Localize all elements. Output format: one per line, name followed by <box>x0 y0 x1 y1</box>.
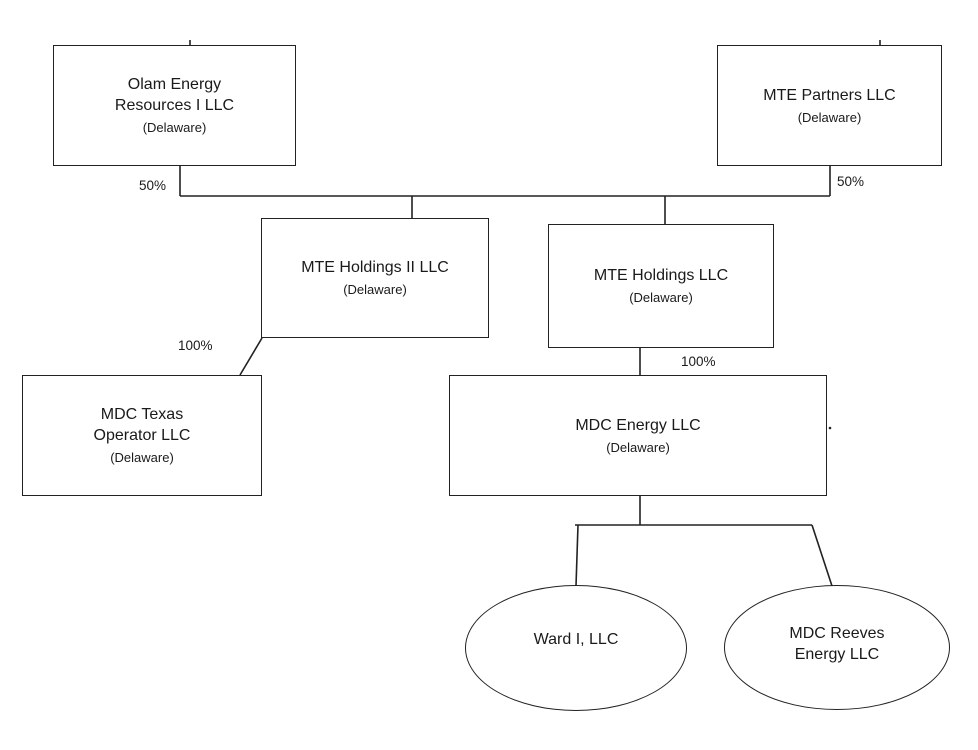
entity-jurisdiction: (Delaware) <box>606 439 670 455</box>
entity-name: Olam Energy Resources I LLC <box>114 76 235 114</box>
entity-name: Ward I, LLC <box>533 630 619 648</box>
ward-llc-ellipse: Ward I, LLC <box>465 585 687 711</box>
entity-name: MDC Reeves Energy LLC <box>789 624 885 663</box>
entity-name: MDC Texas Operator LLC <box>93 406 191 444</box>
mte-holdings-ii-box: MTE Holdings II LLC (Delaware) <box>261 218 489 338</box>
mdc-texas-ownership-percent: 100% <box>178 338 213 353</box>
mdc-energy-ownership-percent: 100% <box>681 354 716 369</box>
olam-ownership-percent: 50% <box>139 178 167 193</box>
mte-holdings-box: MTE Holdings LLC (Delaware) <box>548 224 774 348</box>
entity-name: MDC Energy LLC <box>575 416 701 434</box>
mte-partners-box: MTE Partners LLC (Delaware) <box>717 45 942 166</box>
entity-jurisdiction: (Delaware) <box>110 450 174 465</box>
mdc-texas-connector <box>239 337 263 376</box>
entity-jurisdiction: (Delaware) <box>629 290 693 305</box>
mdc-energy-box: MDC Energy LLC (Delaware) <box>449 375 827 496</box>
olam-energy-resources-box: Olam Energy Resources I LLC (Delaware) <box>53 45 296 166</box>
mdc-texas-operator-box: MDC Texas Operator LLC (Delaware) <box>22 375 262 496</box>
ward-connector <box>575 524 579 587</box>
entity-jurisdiction: (Delaware) <box>797 109 862 125</box>
entity-name: MTE Holdings LLC <box>593 267 729 284</box>
entity-name: MTE Holdings II LLC <box>301 259 449 276</box>
stray-dot <box>828 426 832 430</box>
entity-name: MTE Partners LLC <box>763 86 896 104</box>
mdc-reeves-energy-ellipse: MDC Reeves Energy LLC <box>724 585 950 710</box>
entity-jurisdiction: (Delaware) <box>343 282 407 297</box>
mte-partners-ownership-percent: 50% <box>837 174 865 189</box>
mdc-reeves-connector <box>811 524 833 587</box>
entity-jurisdiction: (Delaware) <box>142 120 207 135</box>
